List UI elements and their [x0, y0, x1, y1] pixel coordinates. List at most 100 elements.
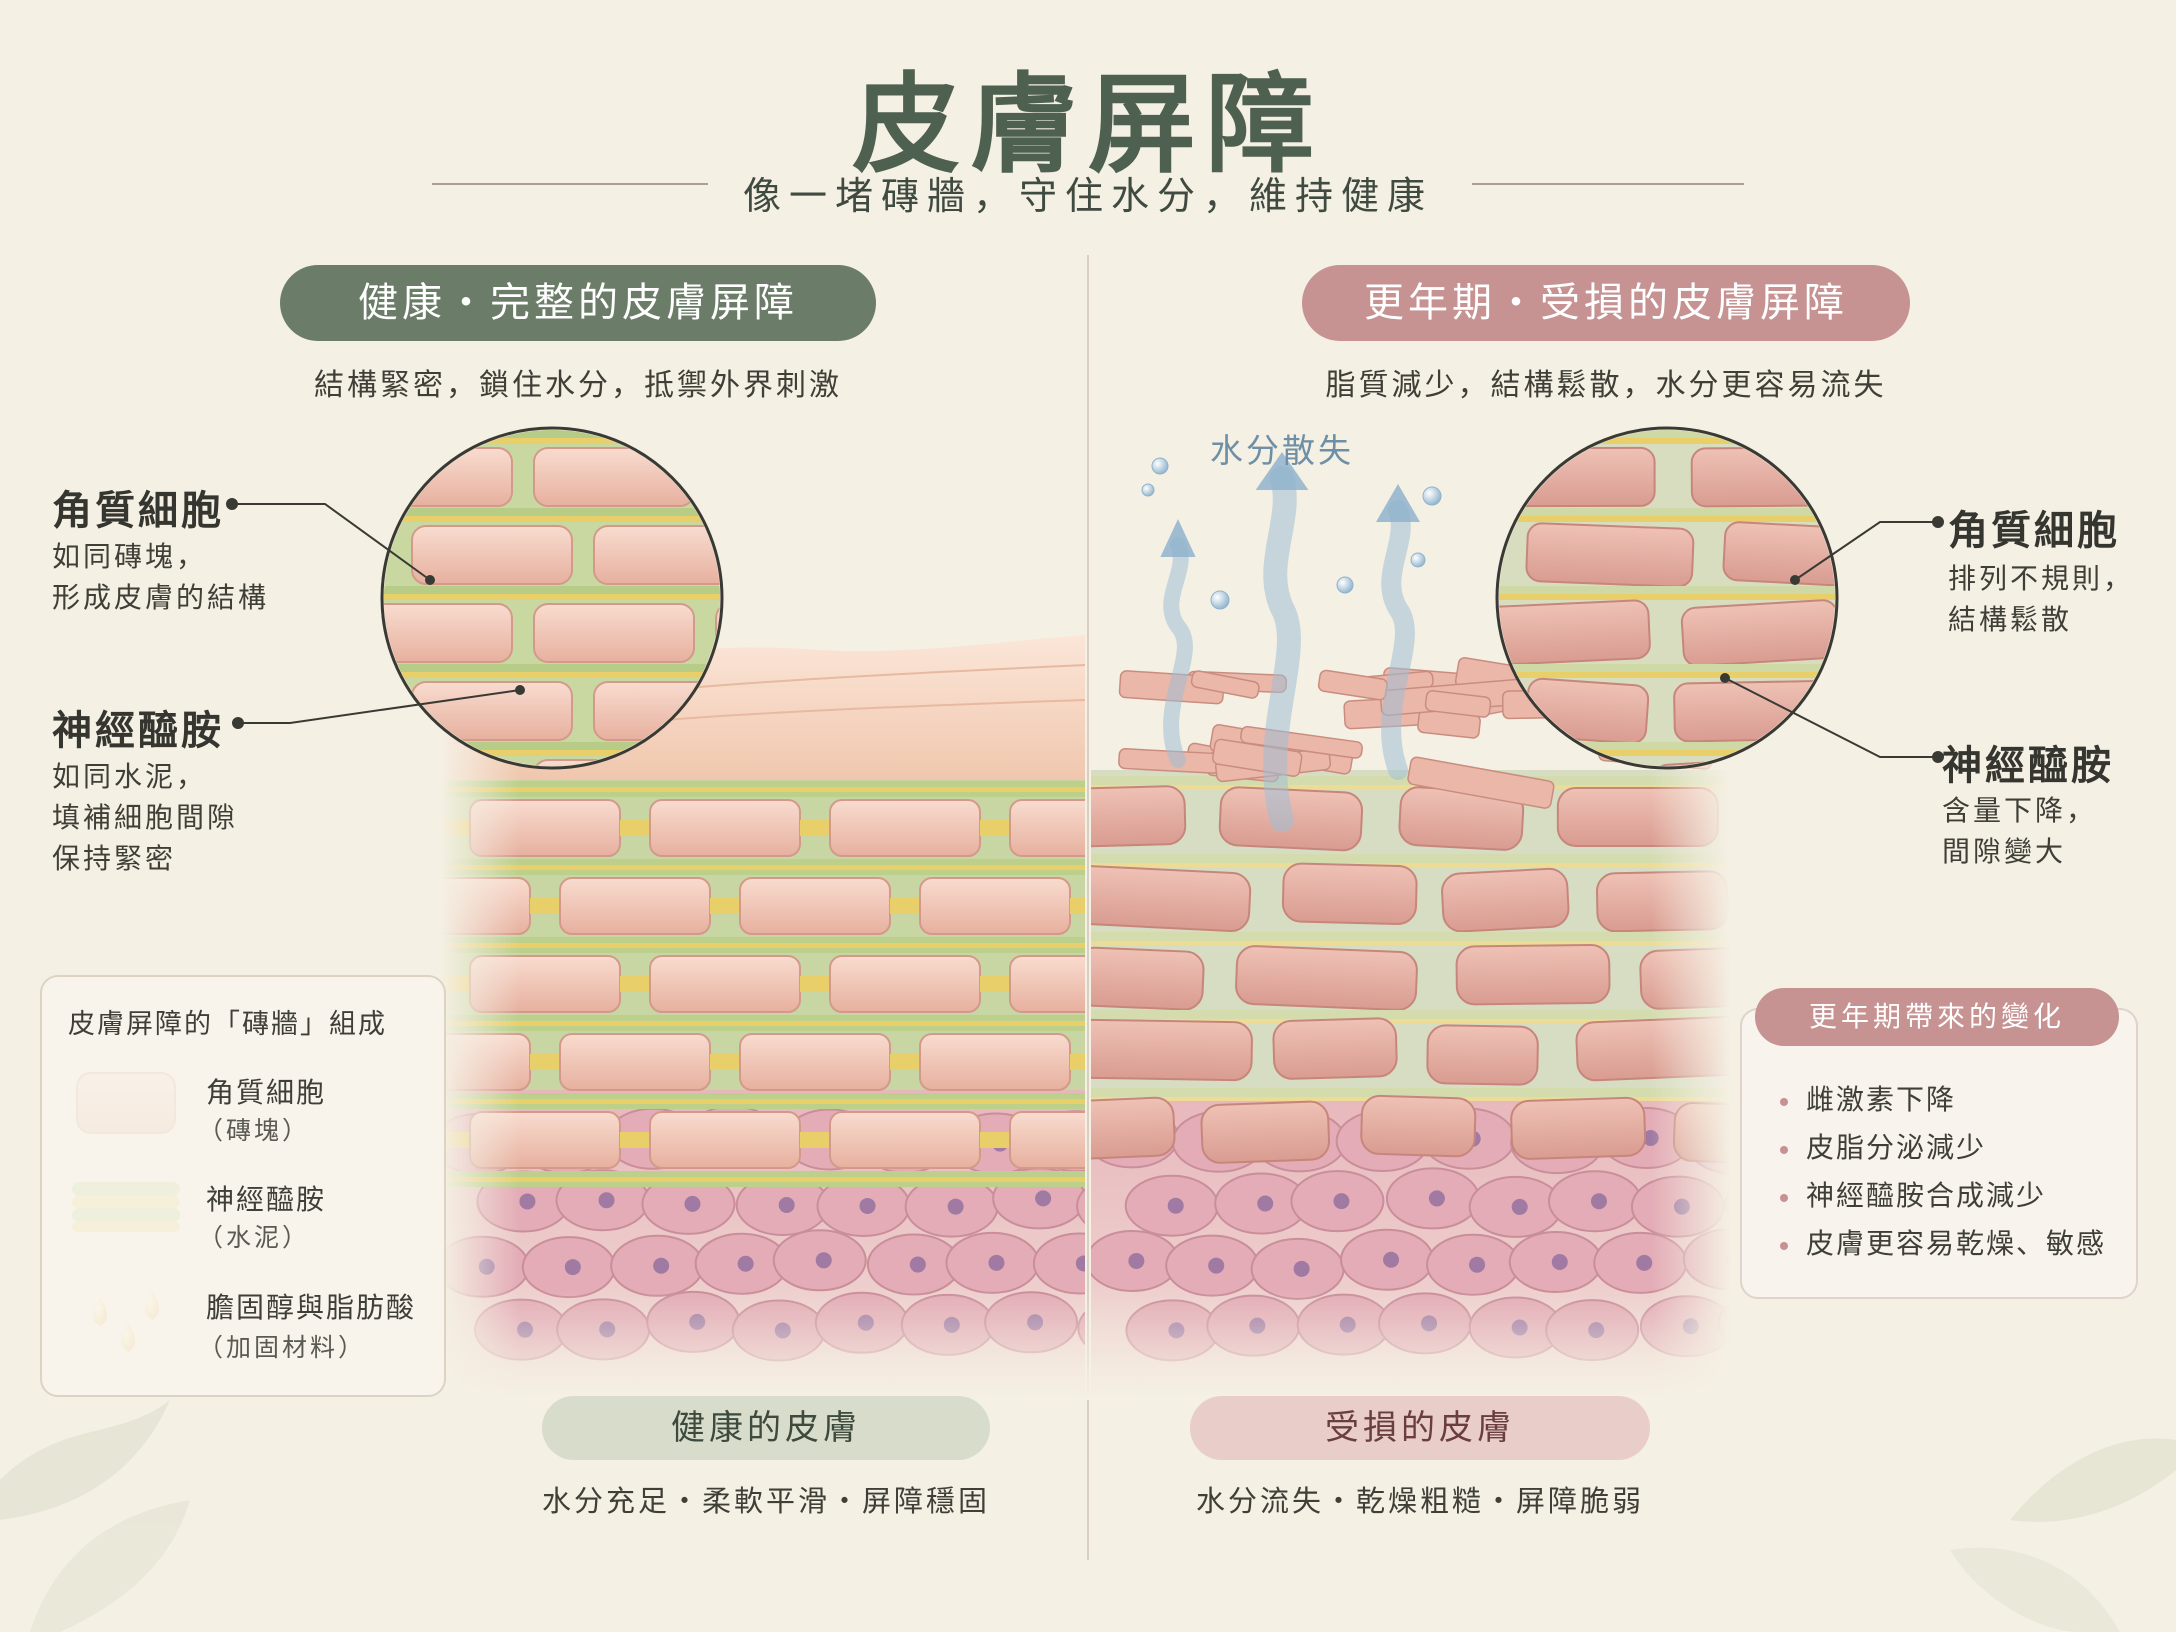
ceramide-layer: [384, 742, 720, 750]
ceramide-layer: [1070, 1054, 1085, 1070]
water-loss-label: 水分散失: [1210, 431, 1354, 470]
damaged-corneocyte-desc: 排列不規則， 結構鬆散: [1948, 562, 2135, 636]
legend-panel: [40, 975, 446, 1397]
cell-nucleus: [1293, 1260, 1310, 1277]
cell-nucleus: [598, 1192, 615, 1209]
cell-nucleus: [1075, 1255, 1085, 1272]
corneocyte-brick: [919, 877, 1071, 935]
ceramide-layer: [980, 820, 1010, 836]
dermis-cell: [1076, 1187, 1085, 1225]
changes-title: 更年期帶來的變化: [1755, 988, 2119, 1046]
cell-nucleus: [1167, 1197, 1184, 1214]
corneocyte-brick: [440, 807, 441, 849]
corneocyte-brick: [593, 525, 720, 585]
ceramide-layer: [384, 508, 720, 516]
corneocyte-brick: [649, 799, 801, 857]
arrow-head: [1376, 484, 1420, 522]
ceramide-layer: [350, 898, 380, 914]
corneocyte-brick: [1499, 446, 1656, 508]
cell-nucleus: [947, 1198, 964, 1215]
ceramide-layer: [440, 1182, 1085, 1187]
change-item: 皮膚更容易乾燥、敏感: [1780, 1222, 2106, 1262]
corneocyte-brick: [1525, 677, 1650, 745]
change-item: 皮脂分泌減少: [1780, 1126, 1986, 1166]
healthy-ceramide-desc: 如同水泥， 填補細胞間隙 保持緊密: [52, 760, 239, 875]
damaged-corneocyte-title: 角質細胞: [1948, 507, 2120, 554]
legend-item-corneocyte: 角質細胞: [206, 1076, 327, 1109]
ceramide-layer: [440, 792, 1085, 797]
corneocyte-brick: [829, 955, 981, 1013]
ceramide-layer: [384, 430, 720, 438]
corneocyte-brick: [715, 603, 720, 663]
corneocyte-brick: [533, 603, 695, 663]
leaf-decoration-right: [1950, 1438, 2176, 1632]
cell-nucleus: [778, 1196, 795, 1213]
ceramide-layer: [1091, 785, 1731, 789]
cell-nucleus: [988, 1254, 1005, 1271]
ceramide-layer: [384, 516, 720, 522]
ceramide-layer: [530, 1054, 560, 1070]
cell-nucleus: [1761, 1316, 1777, 1332]
corneocyte-brick: [1091, 864, 1252, 932]
ceramide-layer: [620, 976, 650, 992]
magnifier-damaged: [1495, 426, 1839, 770]
corneocyte-brick: [1673, 679, 1835, 743]
ceramide-layer: [440, 870, 1085, 875]
damaged-skin-description: 水分流失・乾燥粗糙・屏障脆弱: [1195, 1484, 1644, 1518]
page-subtitle: 像一堵磚牆，守住水分，維持健康: [742, 174, 1433, 218]
water-droplet: [1151, 457, 1169, 475]
corneocyte-brick: [411, 681, 573, 741]
water-droplet: [1210, 590, 1230, 610]
ceramide-layer: [440, 1171, 1085, 1177]
corneocyte-brick: [739, 877, 891, 935]
ceramide-layer: [1499, 742, 1835, 750]
corneocyte-brick: [1281, 862, 1418, 925]
corneocyte-brick: [715, 447, 720, 507]
arrow-head: [1160, 519, 1196, 557]
corneocyte-brick: [829, 1111, 981, 1169]
ceramide-layer: [1499, 430, 1835, 438]
corneocyte-brick: [559, 1033, 711, 1091]
ceramide-layer: [800, 1132, 830, 1148]
ceramide-layer: [1091, 932, 1731, 941]
ceramide-layer: [1499, 438, 1835, 444]
legend-item-corneocyte-sub: （磚塊）: [198, 1116, 311, 1145]
ceramide-layer: [710, 898, 740, 914]
page-title: 皮膚屏障: [851, 62, 1324, 188]
healthy-skin-label: 健康的皮膚: [542, 1396, 990, 1460]
ceramide-layer: [440, 1104, 1085, 1109]
ceramide-layer: [440, 948, 1085, 953]
corneocyte-brick: [1360, 1094, 1477, 1158]
ceramide-layer: [440, 865, 1085, 870]
corneocyte-flake: [1190, 670, 1260, 699]
cell-nucleus: [1333, 1193, 1350, 1210]
damaged-skin-illustration: [1091, 647, 1777, 1400]
ceramide-layer: [1091, 1088, 1731, 1097]
callout-leaders: [226, 498, 1944, 763]
legend-item-lipids-sub: （加固材料）: [198, 1333, 367, 1362]
legend-item-lipids: 膽固醇與脂肪酸: [206, 1291, 417, 1324]
ceramide-layer: [440, 1093, 1085, 1099]
water-loss-arrow: [1163, 537, 1193, 768]
ceramide-layer: [1499, 750, 1835, 756]
ceramide-layer: [1091, 941, 1731, 945]
ceramide-layer: [384, 750, 720, 756]
ceramide-layer: [710, 1054, 740, 1070]
corneocyte-flake: [1424, 690, 1492, 718]
change-item: 神經醯胺合成減少: [1780, 1174, 2046, 1214]
corneocyte-flake: [1317, 669, 1388, 701]
water-droplet: [1410, 552, 1426, 568]
arrow-head: [1255, 452, 1309, 490]
ceramide-layer: [440, 859, 1085, 865]
leaf-decoration-left: [0, 1400, 190, 1632]
ceramide-layer: [384, 594, 720, 600]
cell-nucleus: [1208, 1257, 1225, 1274]
water-loss-arrow: [1263, 466, 1301, 832]
title-rule-right: [1472, 183, 1744, 185]
corneocyte-brick: [829, 799, 981, 857]
water-loss-arrow: [1381, 500, 1415, 780]
dermis-cell: [1717, 1301, 1731, 1346]
corneocyte-brick: [649, 1111, 801, 1169]
change-item: 雌激素下降: [1780, 1078, 1956, 1118]
ceramide-layer: [384, 664, 720, 672]
